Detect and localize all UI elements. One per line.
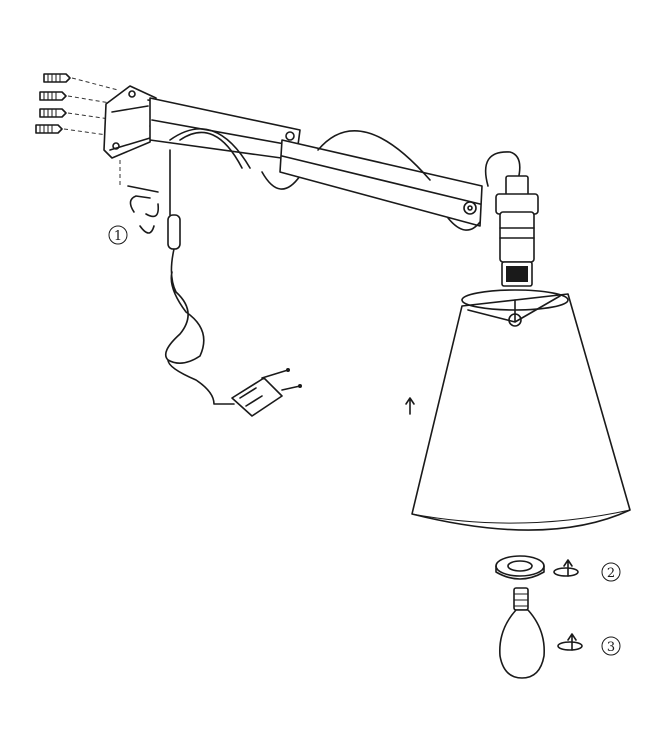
wall-plug: [39, 91, 117, 105]
inline-switch: [167, 214, 181, 250]
arm-spring: [261, 171, 301, 190]
power-cord: [164, 149, 235, 405]
light-bulb: [499, 587, 545, 679]
lamp-socket: [495, 175, 539, 287]
screw-in-arrow-icon: [557, 633, 583, 651]
step-2-marker: 2: [601, 562, 621, 582]
lower-arm: [279, 129, 483, 231]
step-1-marker: 1: [108, 225, 128, 245]
up-arrow-icon: [405, 397, 415, 415]
step-2-number: 2: [607, 566, 615, 581]
lamp-cable: [484, 151, 521, 187]
step-3-marker: 3: [601, 636, 621, 656]
wall-plugs: [35, 73, 159, 193]
wall-plug: [35, 124, 115, 137]
screw-up-arrow-icon: [553, 559, 579, 577]
wall-plug: [39, 108, 117, 121]
step-3-number: 3: [607, 640, 615, 655]
upper-arm: [149, 97, 301, 190]
shade-ring: [495, 555, 545, 580]
step-1-number: 1: [114, 229, 122, 244]
rotate-arrow-icon: [129, 195, 160, 234]
screw: [127, 185, 159, 193]
lamp-shade: [411, 289, 631, 531]
wall-plug: [43, 73, 119, 91]
power-plug: [231, 368, 302, 417]
